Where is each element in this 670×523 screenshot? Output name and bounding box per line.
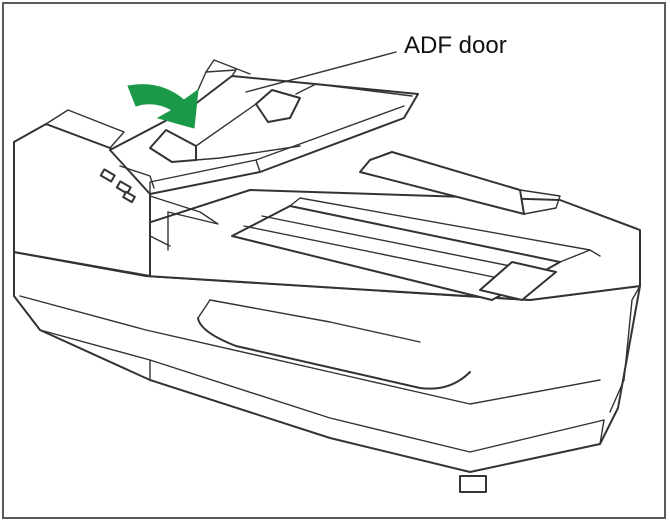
adf-button-3 xyxy=(122,190,136,204)
front-handle xyxy=(197,317,471,390)
adf-door-label: ADF door xyxy=(404,32,507,59)
rear-guide xyxy=(359,151,525,215)
adf-button-2 xyxy=(115,180,132,195)
paper-guide-right xyxy=(255,89,301,123)
flatbed-panel xyxy=(479,261,557,301)
paper-guide-left xyxy=(149,129,197,163)
adf-button-1 xyxy=(99,168,116,183)
scanner-foot xyxy=(459,475,487,493)
callout-leader-line xyxy=(245,51,397,93)
close-direction-arrow xyxy=(127,84,199,129)
